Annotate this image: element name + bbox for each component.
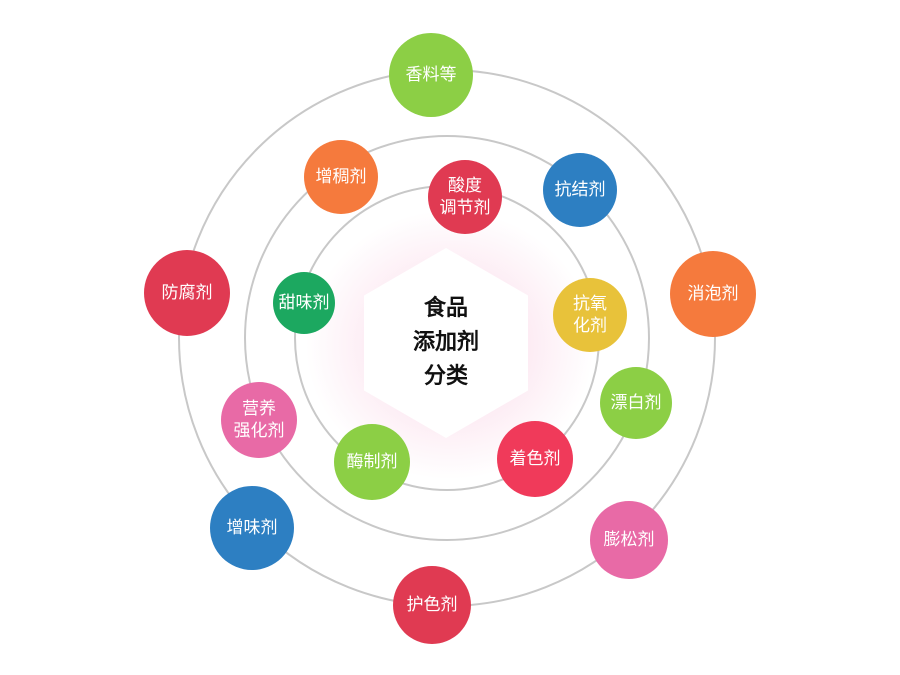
middle-ring — [244, 135, 650, 541]
node-kangjie: 抗结剂 — [543, 153, 617, 227]
node-yingyang: 营养 强化剂 — [221, 382, 297, 458]
node-fangfu: 防腐剂 — [144, 250, 230, 336]
node-zengchou: 增稠剂 — [304, 140, 378, 214]
node-kangyang: 抗氧 化剂 — [553, 278, 627, 352]
node-tianwei: 甜味剂 — [273, 272, 335, 334]
node-zengwei: 增味剂 — [210, 486, 294, 570]
node-zhuose: 着色剂 — [497, 421, 573, 497]
node-pengsong: 膨松剂 — [590, 501, 668, 579]
node-meizhi: 酶制剂 — [334, 424, 410, 500]
node-xiaopao: 消泡剂 — [670, 251, 756, 337]
node-suandu: 酸度 调节剂 — [428, 160, 502, 234]
node-piaobai: 漂白剂 — [600, 367, 672, 439]
node-huse: 护色剂 — [393, 566, 471, 644]
node-xiangliao: 香料等 — [389, 33, 473, 117]
center-title: 食品 添加剂 分类 — [412, 296, 479, 389]
